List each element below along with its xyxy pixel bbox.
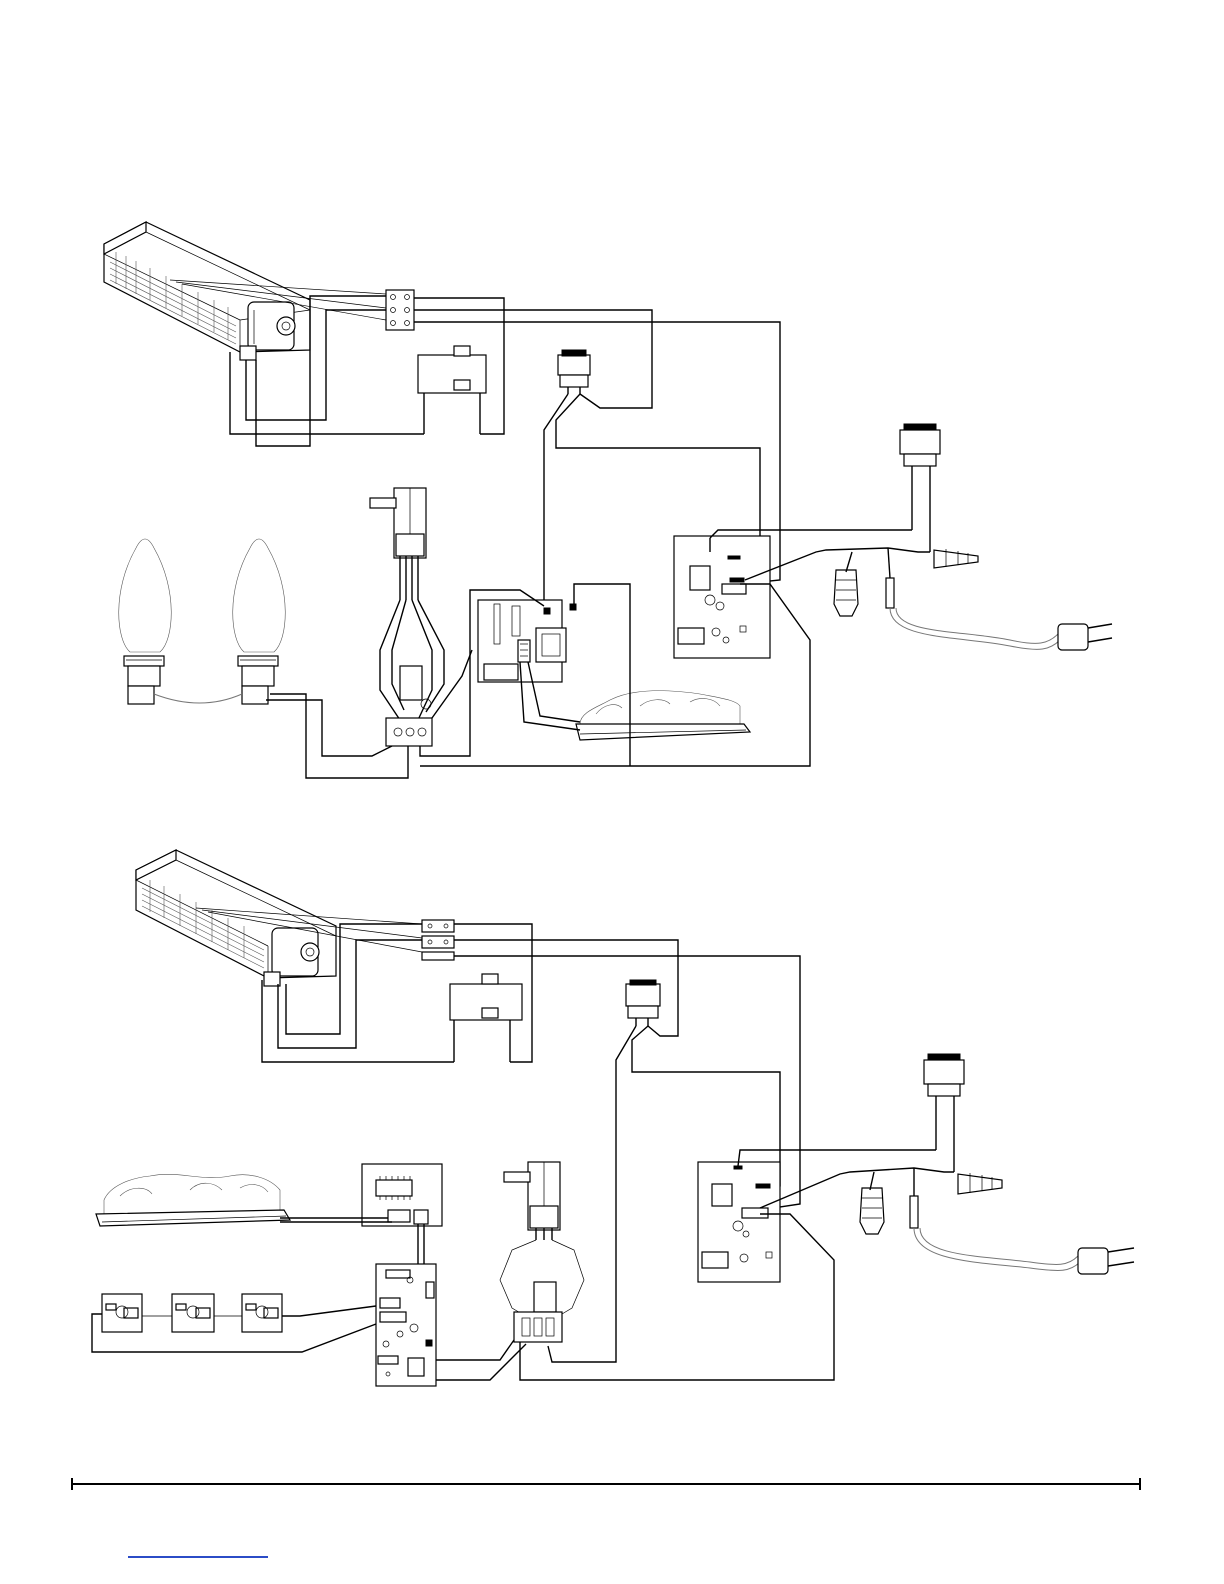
- power-cord-2: [914, 1228, 1134, 1274]
- power-cord: [890, 608, 1112, 650]
- inline-fuse: [886, 578, 894, 608]
- wiring-diagram-bottom: [92, 850, 1134, 1386]
- led-driver-board: [376, 1264, 436, 1386]
- bulb-1: [119, 539, 172, 704]
- connector-block-2: [514, 1312, 562, 1342]
- bulb-2: [233, 539, 286, 704]
- wires-led: [92, 1218, 526, 1380]
- led-module-1: [102, 1294, 142, 1332]
- led-module-3: [242, 1294, 282, 1332]
- terminal-block-2: [422, 920, 454, 960]
- ember-bed-2: [96, 1174, 290, 1226]
- light-control-board: [478, 600, 576, 682]
- wire-nut-1: [834, 570, 858, 616]
- heater-assembly: [104, 222, 310, 360]
- heater-assembly-2: [136, 850, 336, 986]
- wire-nut-3: [860, 1188, 884, 1234]
- thermal-cutoff: [418, 346, 486, 434]
- wire-nut-4: [958, 1173, 1002, 1194]
- bulb-link-wire: [154, 694, 242, 703]
- terminal-block: [386, 290, 414, 330]
- footer-link-underline[interactable]: [128, 1556, 268, 1558]
- led-module-2: [172, 1294, 214, 1332]
- plug-icon: [1078, 1248, 1134, 1274]
- wire-nut-2: [934, 549, 978, 568]
- thermal-cutoff-2: [450, 974, 522, 1062]
- motor-icon: [504, 1162, 560, 1230]
- wiring-diagram-top: [104, 222, 1112, 778]
- rocker-switch-2: [626, 980, 660, 1026]
- motor-icon: [370, 488, 426, 558]
- flicker-motor: [370, 488, 444, 720]
- main-control-board: [674, 536, 770, 658]
- plug-icon: [1058, 624, 1112, 650]
- power-rocker-switch: [900, 424, 940, 552]
- ember-bed: [576, 691, 750, 740]
- footer-rule: [72, 1478, 1140, 1490]
- inline-fuse-2: [910, 1196, 918, 1228]
- connector-block: [386, 718, 432, 746]
- main-control-board-2: [698, 1162, 780, 1282]
- rocker-switch: [558, 350, 590, 394]
- flicker-motor-2: [500, 1162, 584, 1314]
- wires-lights-top: [266, 584, 630, 778]
- led-control-board: [362, 1164, 442, 1226]
- power-rocker-switch-2: [924, 1054, 964, 1172]
